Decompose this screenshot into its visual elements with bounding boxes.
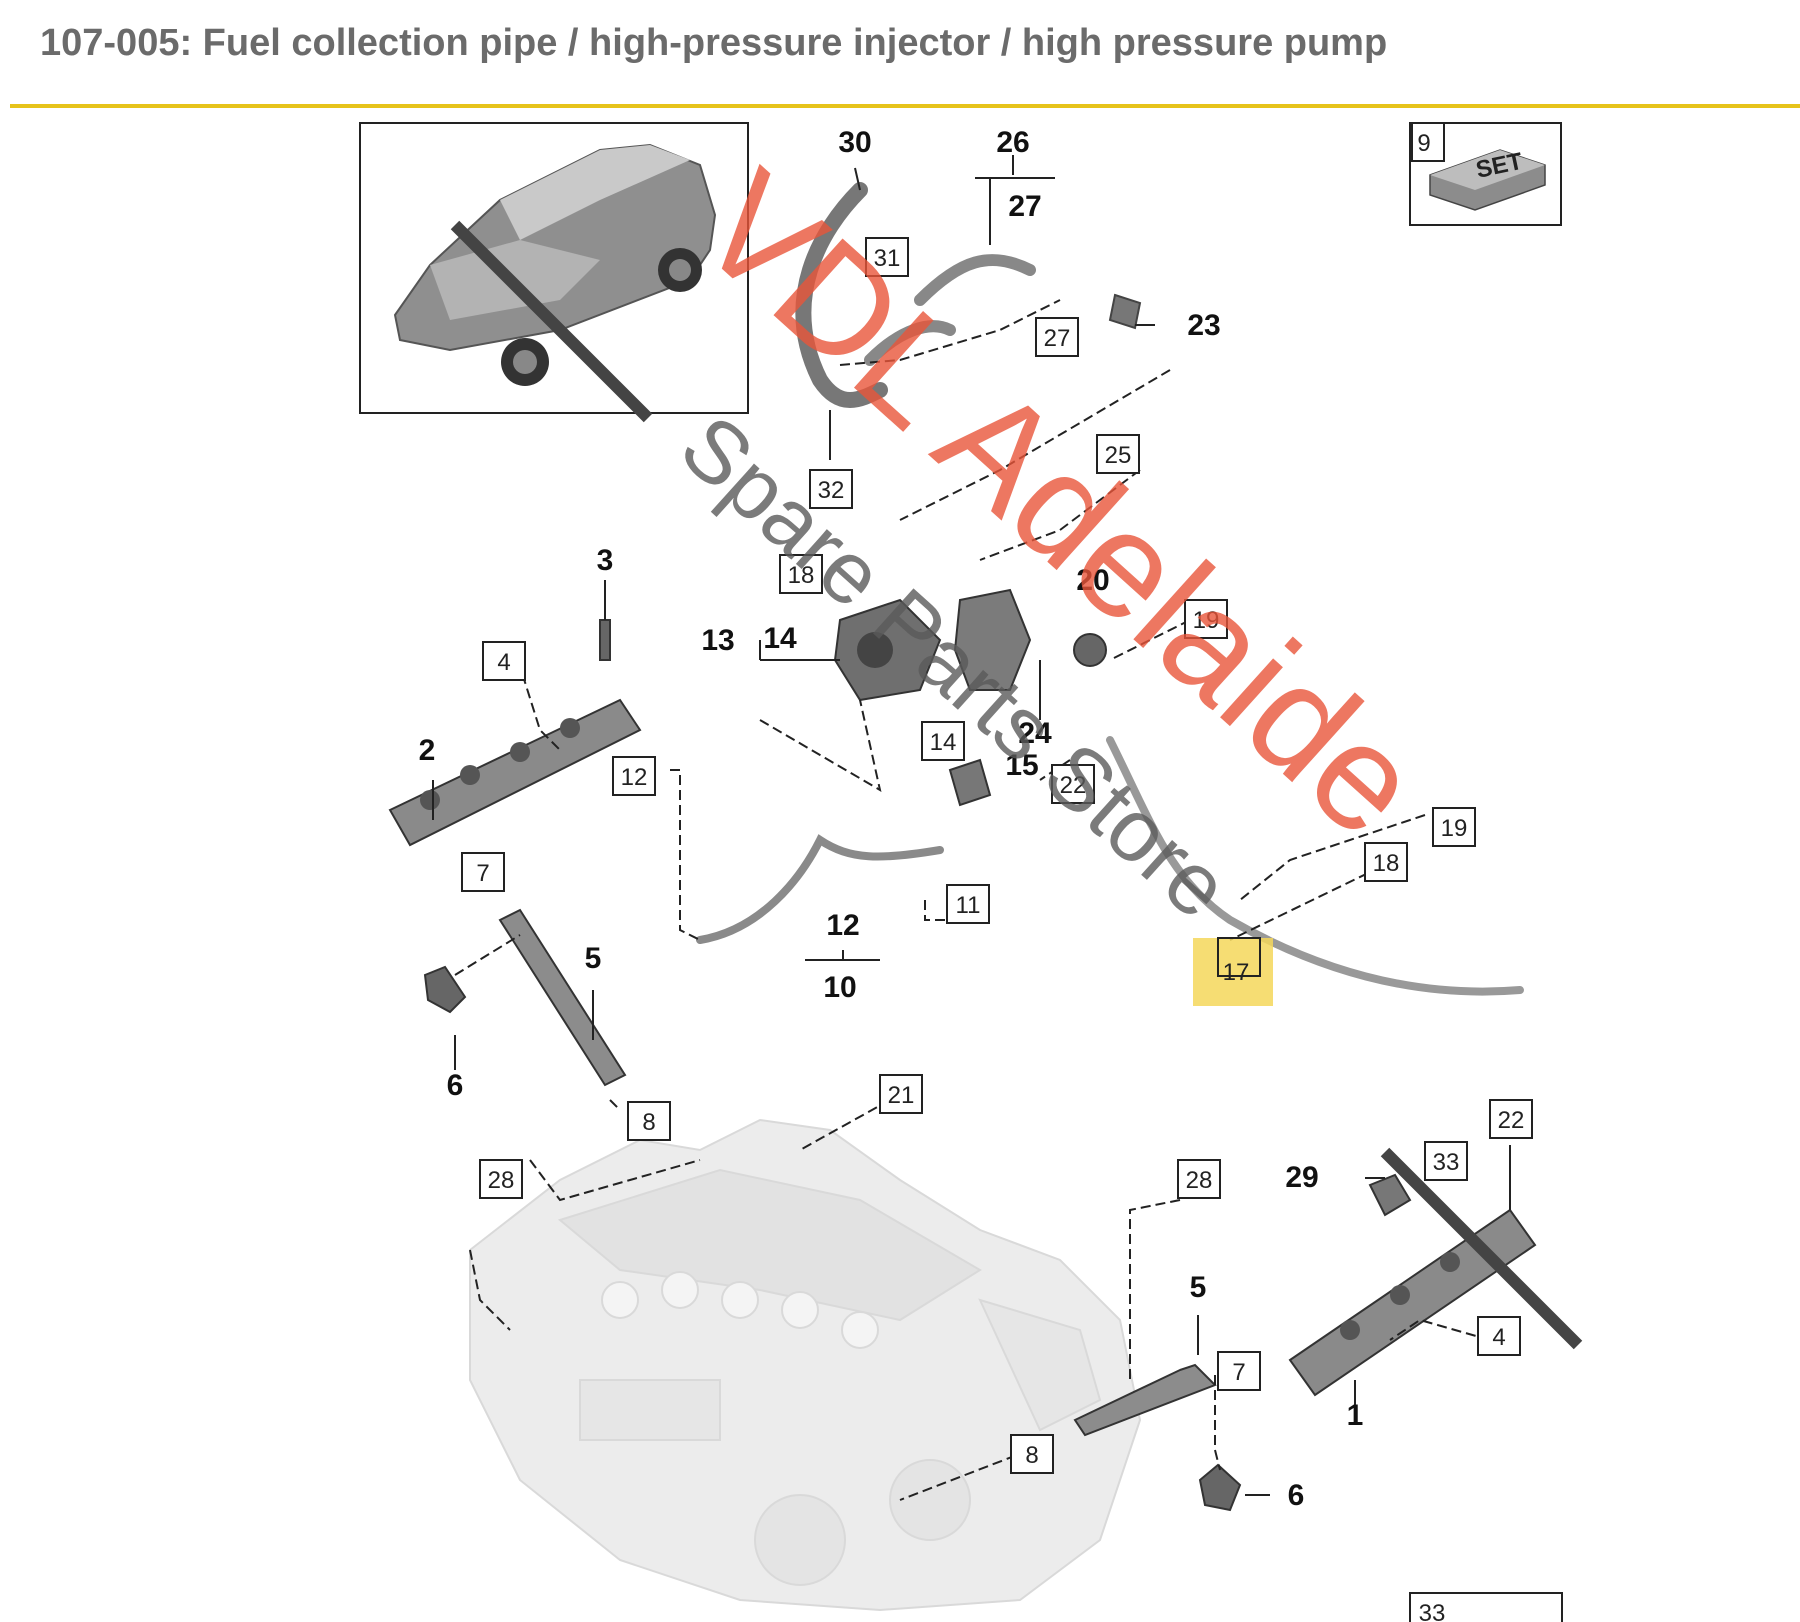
pump-bracket-24 — [953, 588, 1032, 691]
callout-29: 29 — [1285, 1161, 1318, 1194]
sensor-23 — [1108, 293, 1142, 330]
vehicle-inset — [359, 122, 749, 414]
high-pressure-pump — [833, 598, 942, 702]
callout-20: 20 — [1076, 564, 1109, 597]
exploded-parts-diagram: SET — [0, 110, 1800, 1622]
callout-23: 23 — [1187, 309, 1220, 342]
dashed-reference-lines — [454, 299, 1491, 1501]
callout-14: 14 — [763, 622, 797, 655]
callout-14-box: 14 — [930, 729, 957, 756]
callout-24: 24 — [1018, 717, 1052, 750]
callout-8-right: 8 — [1025, 1442, 1038, 1469]
injector-right-5 — [1073, 1363, 1217, 1437]
clamp-right-6 — [1198, 1463, 1242, 1512]
leader-lines — [432, 155, 1511, 1496]
callout-19-upper: 19 — [1193, 607, 1220, 634]
callout-27-box: 27 — [1044, 325, 1071, 352]
pressure-sensor-3 — [599, 619, 611, 661]
watermark-slash-bottom — [1380, 1147, 1583, 1350]
callout-9: 9 — [1417, 130, 1430, 157]
callout-27: 27 — [1008, 190, 1041, 223]
callout-8-left: 8 — [642, 1109, 655, 1136]
callout-31: 31 — [874, 245, 901, 272]
callout-30: 30 — [838, 126, 871, 159]
callout-1: 1 — [1347, 1399, 1364, 1432]
callout-17: 17 — [1223, 959, 1250, 986]
callout-32: 32 — [818, 477, 845, 504]
callout-12-box: 12 — [621, 764, 648, 791]
fuel-collection-pipe-left-2 — [388, 698, 642, 847]
callout-15: 15 — [1005, 749, 1038, 782]
callout-28-left: 28 — [488, 1167, 515, 1194]
callout-33-upper: 33 — [1433, 1149, 1460, 1176]
callout-box-labels: 31 27 9 25 32 19 19 18 18 4 4 14 22 22 1… — [476, 130, 1524, 1622]
callout-22-lower: 22 — [1498, 1107, 1525, 1134]
part-15 — [948, 758, 992, 807]
page-title: 107-005: Fuel collection pipe / high-pre… — [40, 22, 1388, 64]
watermark-slash-top — [450, 220, 653, 423]
suv-illustration — [393, 143, 717, 386]
callout-5-right: 5 — [1190, 1271, 1207, 1304]
fuel-collection-pipe-right-1 — [1288, 1208, 1537, 1397]
page-header: 107-005: Fuel collection pipe / high-pre… — [0, 0, 1800, 108]
callout-21: 21 — [888, 1082, 915, 1109]
injector-left-5 — [498, 908, 627, 1087]
clamp-left-6 — [423, 965, 467, 1014]
callout-6-right: 6 — [1288, 1479, 1305, 1512]
callout-33-lower: 33 — [1419, 1600, 1446, 1622]
callout-18-upper: 18 — [788, 562, 815, 589]
header-divider — [10, 104, 1800, 108]
callout-26: 26 — [996, 126, 1029, 159]
callout-7-right: 7 — [1232, 1359, 1245, 1386]
set-inset: SET — [1409, 122, 1562, 226]
callout-19-lower: 19 — [1441, 815, 1468, 842]
callout-12: 12 — [826, 909, 859, 942]
callout-13: 13 — [701, 624, 734, 657]
fuel-line-17 — [1106, 736, 1524, 996]
bracket-29 — [1368, 1173, 1412, 1217]
callout-4-right: 4 — [1492, 1324, 1505, 1351]
callout-10: 10 — [823, 971, 856, 1004]
callout-boxes — [461, 122, 1563, 1622]
fuel-line-26-27 — [864, 254, 1036, 366]
callout-6-left: 6 — [447, 1069, 464, 1102]
callout-2: 2 — [419, 734, 436, 767]
callout-5-left: 5 — [585, 942, 602, 975]
callout-numbers: 30 26 27 23 20 3 13 14 24 15 2 12 10 5 5… — [419, 126, 1364, 1512]
callout-7-left: 7 — [476, 860, 489, 887]
callout-25: 25 — [1105, 442, 1132, 469]
callout-11: 11 — [956, 892, 981, 919]
callout-4-left: 4 — [497, 649, 510, 676]
fuel-line-30-31 — [795, 182, 888, 408]
callout-22-upper: 22 — [1060, 772, 1087, 799]
fitting-19 — [1073, 633, 1107, 667]
callout-3: 3 — [597, 544, 614, 577]
callout-28-right: 28 — [1186, 1167, 1213, 1194]
callout-18-lower: 18 — [1373, 850, 1400, 877]
engine-block-illustration — [469, 1118, 1142, 1612]
injector-line-12 — [696, 834, 944, 944]
